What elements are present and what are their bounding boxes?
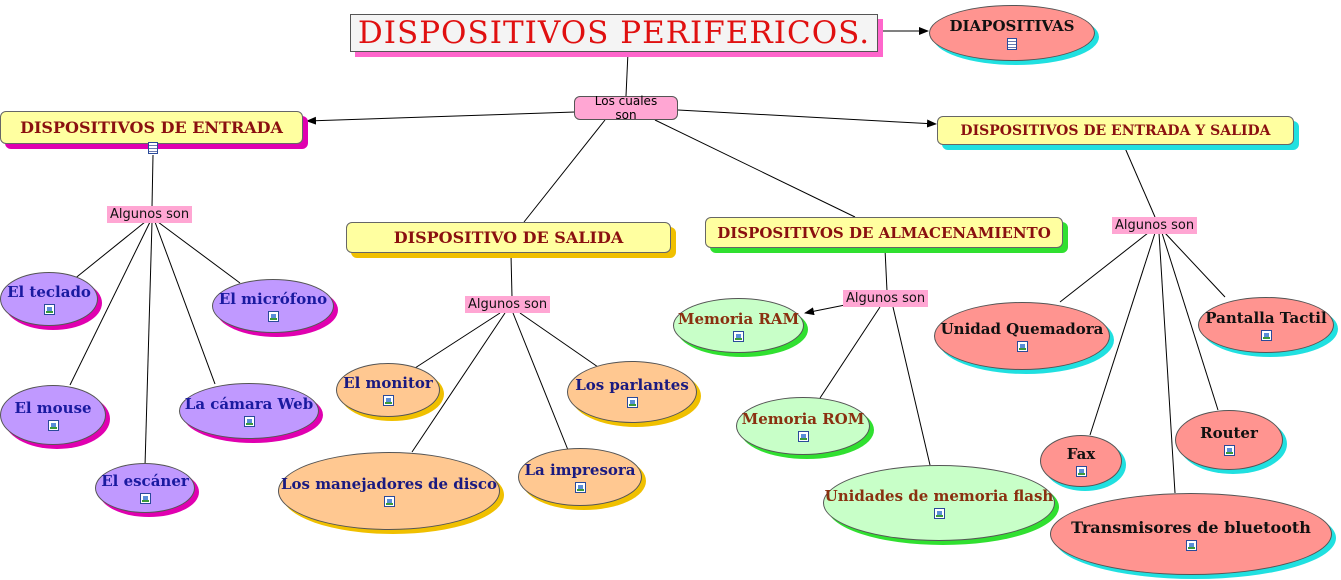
- node-fax[interactable]: Fax: [1040, 435, 1122, 487]
- image-icon[interactable]: [733, 330, 744, 342]
- image-icon[interactable]: [382, 395, 394, 406]
- root-link-text: Los cuales son: [594, 94, 658, 122]
- node-label: Pantalla Tactil: [1205, 309, 1327, 327]
- image-icon[interactable]: [1016, 341, 1028, 352]
- node-transmisores-de-bluetooth[interactable]: Transmisores de bluetooth: [1050, 493, 1332, 575]
- image-icon[interactable]: [139, 493, 151, 504]
- node-label: Unidades de memoria flash: [824, 487, 1054, 505]
- image-icon[interactable]: [574, 482, 586, 493]
- node-label: Memoria ROM: [741, 410, 865, 428]
- node-la-impresora[interactable]: La impresora: [518, 448, 642, 506]
- node-la-camara-web[interactable]: La cámara Web: [179, 383, 319, 439]
- link-label-entrada: Algunos son: [107, 206, 193, 223]
- page-title-text: DISPOSITIVOS PERIFERICOS.: [357, 15, 871, 51]
- node-label: El micrófono: [218, 290, 328, 308]
- node-los-parlantes[interactable]: Los parlantes: [567, 361, 697, 423]
- node-el-mouse[interactable]: El mouse: [0, 385, 106, 445]
- node-label: Memoria RAM: [677, 309, 800, 328]
- node-router[interactable]: Router: [1175, 410, 1283, 470]
- diapositivas-node[interactable]: DIAPOSITIVAS: [929, 5, 1095, 61]
- document-icon[interactable]: [148, 141, 158, 154]
- page-title: DISPOSITIVOS PERIFERICOS.: [350, 14, 878, 52]
- category-salida-label: DISPOSITIVO DE SALIDA: [393, 228, 624, 247]
- node-unidades-de-memoria-flash[interactable]: Unidades de memoria flash: [823, 465, 1055, 541]
- node-label: El mouse: [14, 399, 92, 417]
- node-el-teclado[interactable]: El teclado: [0, 272, 98, 326]
- node-el-escaner[interactable]: El escáner: [95, 463, 195, 513]
- node-el-microfono[interactable]: El micrófono: [212, 279, 334, 333]
- entrada-doc[interactable]: [145, 138, 161, 154]
- image-icon[interactable]: [933, 508, 945, 519]
- link-label-entrada-salida: Algunos son: [1112, 217, 1198, 234]
- link-label-almacenamiento: Algunos son: [843, 290, 929, 307]
- node-los-manejadores-de-disco[interactable]: Los manejadores de disco: [278, 452, 500, 530]
- link-label-salida: Algunos son: [465, 296, 551, 313]
- node-label: El monitor: [343, 374, 433, 392]
- node-label: Unidad Quemadora: [940, 320, 1104, 338]
- node-el-monitor[interactable]: El monitor: [336, 363, 440, 417]
- node-label: Transmisores de bluetooth: [1071, 517, 1311, 537]
- image-icon[interactable]: [47, 420, 59, 431]
- category-entrada-label: DISPOSITIVOS DE ENTRADA: [20, 118, 283, 137]
- root-link-label: Los cuales son: [574, 94, 678, 122]
- image-icon[interactable]: [1260, 330, 1272, 341]
- node-memoria-rom[interactable]: Memoria ROM: [736, 397, 870, 455]
- node-memoria-ram[interactable]: Memoria RAM: [673, 298, 804, 353]
- image-icon[interactable]: [1185, 539, 1197, 551]
- category-almacenamiento-label: DISPOSITIVOS DE ALMACENAMIENTO: [717, 223, 1051, 242]
- node-label: La cámara Web: [184, 395, 314, 413]
- image-icon[interactable]: [243, 416, 255, 427]
- diapositivas-label: DIAPOSITIVAS: [949, 16, 1075, 35]
- node-label: Los manejadores de disco: [280, 475, 498, 493]
- image-icon[interactable]: [626, 397, 638, 408]
- image-icon[interactable]: [1223, 445, 1235, 456]
- category-entrada-salida[interactable]: DISPOSITIVOS DE ENTRADA Y SALIDA: [937, 116, 1294, 145]
- image-icon[interactable]: [43, 304, 55, 315]
- node-pantalla-tactil[interactable]: Pantalla Tactil: [1198, 297, 1334, 353]
- image-icon[interactable]: [797, 431, 809, 442]
- document-icon[interactable]: [1007, 37, 1017, 50]
- image-icon[interactable]: [1075, 466, 1087, 477]
- node-unidad-quemadora[interactable]: Unidad Quemadora: [934, 302, 1110, 370]
- node-label: El escáner: [101, 472, 189, 490]
- image-icon[interactable]: [383, 496, 395, 507]
- category-entrada-salida-label: DISPOSITIVOS DE ENTRADA Y SALIDA: [960, 122, 1271, 139]
- image-icon[interactable]: [267, 311, 279, 322]
- node-label: El teclado: [7, 283, 91, 301]
- node-label: Los parlantes: [575, 376, 689, 394]
- node-label: Router: [1200, 424, 1258, 442]
- category-salida[interactable]: DISPOSITIVO DE SALIDA: [346, 222, 671, 253]
- category-almacenamiento[interactable]: DISPOSITIVOS DE ALMACENAMIENTO: [705, 217, 1063, 248]
- node-label: Fax: [1066, 445, 1096, 463]
- node-label: La impresora: [524, 461, 636, 479]
